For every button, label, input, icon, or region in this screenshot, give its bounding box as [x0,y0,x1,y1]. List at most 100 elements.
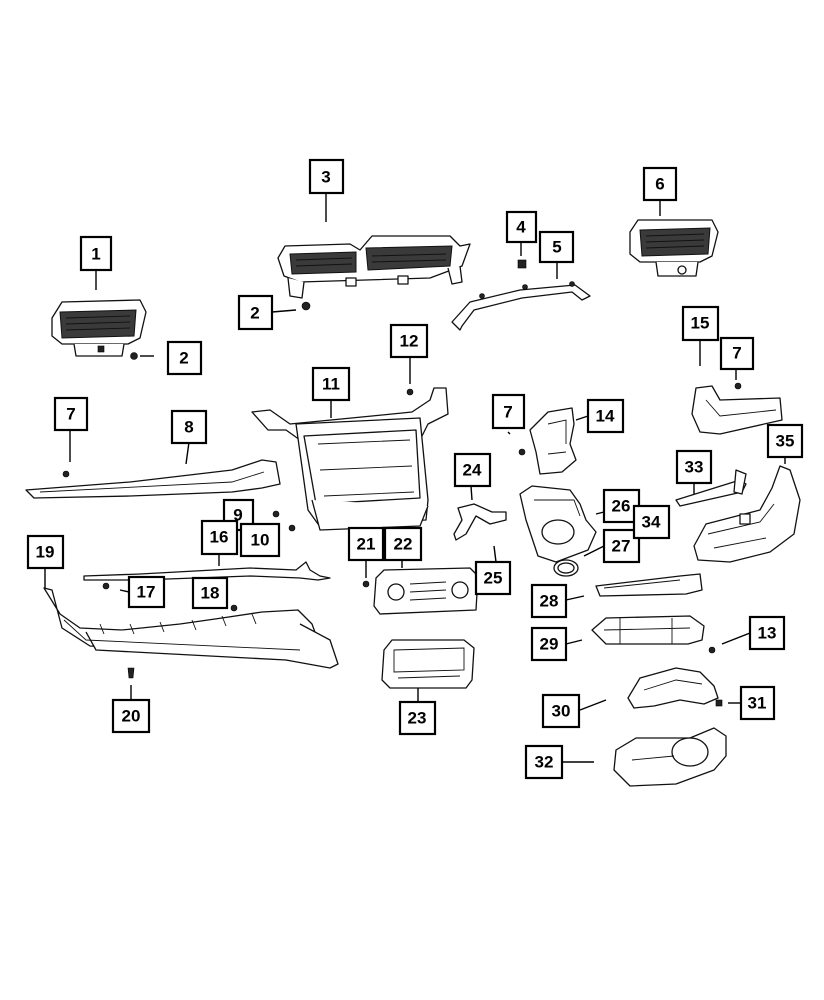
svg-text:7: 7 [66,405,75,424]
callout-1: 1 [79,235,113,272]
svg-text:19: 19 [36,543,55,562]
svg-text:14: 14 [596,407,615,426]
part-bracket-5 [451,281,591,331]
callout-33: 33 [675,449,713,485]
part-lower-left-panel [43,587,339,669]
part-right-air-outlet [629,219,719,277]
part-right-upper-trim [691,385,783,435]
callout-32: 32 [524,744,564,780]
fastener-21 [362,580,370,588]
svg-text:23: 23 [408,709,427,728]
svg-text:31: 31 [748,694,767,713]
fastener-9 [272,510,280,518]
part-ring-27-inner [557,562,575,574]
callout-22: 22 [383,526,423,562]
svg-text:11: 11 [322,375,340,394]
svg-text:7: 7 [503,403,512,422]
leader-lines [44,193,786,763]
svg-text:21: 21 [357,535,376,554]
callout-4: 4 [505,210,538,244]
callout-16: 16 [200,519,239,556]
callout-19: 19 [26,534,65,570]
fastener-13 [708,646,716,654]
clip-31 [715,699,723,707]
svg-text:15: 15 [691,314,710,333]
callout-6: 6 [642,166,678,202]
svg-text:32: 32 [535,753,554,772]
callout-5: 5 [538,230,575,264]
part-column-shroud-30 [627,667,719,709]
svg-text:5: 5 [552,238,561,257]
callouts: 1 2 2 3 4 5 6 7 7 7 7 8 9 10 11 12 13 14… [26,158,804,780]
svg-text:4: 4 [516,218,526,237]
part-harness-24 [453,503,507,541]
part-trim-strip-28 [595,573,703,597]
callout-30: 30 [541,693,581,729]
svg-text:16: 16 [210,528,229,547]
part-center-bezel [251,387,449,531]
callout-10: 10 [239,522,281,558]
part-center-air-outlet [277,235,471,299]
svg-text:17: 17 [137,583,156,602]
svg-text:12: 12 [400,332,419,351]
callout-31: 31 [739,685,776,721]
svg-text:3: 3 [321,168,330,187]
fastener-10 [288,524,296,532]
part-climate-panel-22 [373,567,479,615]
svg-text:10: 10 [251,531,270,550]
part-control-module-23 [381,639,475,689]
fastener-7b [734,382,742,390]
part-bracket-14 [529,407,577,475]
fastener-2b [130,352,138,360]
callout-3: 3 [308,158,345,195]
svg-text:27: 27 [612,537,631,556]
fastener-2a [301,301,311,311]
fastener-17 [102,582,110,590]
fastener-18 [230,604,238,612]
part-left-air-outlet [51,299,147,357]
svg-text:24: 24 [463,461,482,480]
fastener-7a [62,470,70,478]
svg-text:22: 22 [394,535,413,554]
part-lower-bracket-29 [591,615,705,645]
svg-text:9: 9 [233,506,242,525]
svg-text:13: 13 [758,624,777,643]
callout-35: 35 [766,423,804,459]
part-right-lower-panel [693,465,801,563]
svg-text:2: 2 [250,304,259,323]
callout-29: 29 [530,626,568,662]
svg-text:25: 25 [484,569,503,588]
callout-13: 13 [748,615,786,651]
svg-text:33: 33 [685,458,704,477]
callout-24: 24 [453,452,492,488]
svg-text:8: 8 [184,418,193,437]
callout-28: 28 [530,583,568,619]
screw-20 [127,667,135,679]
callout-2: 2 [237,294,274,331]
svg-text:35: 35 [776,432,795,451]
callout-7: 7 [53,396,89,432]
part-strip-33 [675,469,747,507]
callout-12: 12 [389,323,429,359]
svg-text:6: 6 [655,175,664,194]
callout-20: 20 [111,698,151,734]
part-console-bracket-26 [519,485,597,563]
clip-4 [517,259,527,269]
svg-text:20: 20 [122,707,141,726]
callout-8: 8 [170,409,208,445]
svg-text:34: 34 [642,513,661,532]
part-column-shroud-32 [613,727,727,787]
callout-7: 7 [719,336,755,371]
svg-text:30: 30 [552,702,571,721]
svg-text:18: 18 [201,584,220,603]
callout-7: 7 [491,393,526,430]
callout-21: 21 [347,526,385,562]
fastener-12 [406,388,414,396]
callout-23: 23 [398,700,437,736]
svg-text:7: 7 [732,344,741,363]
callout-18: 18 [191,576,229,610]
callout-14: 14 [586,398,625,434]
svg-text:29: 29 [540,635,559,654]
svg-text:2: 2 [179,349,188,368]
